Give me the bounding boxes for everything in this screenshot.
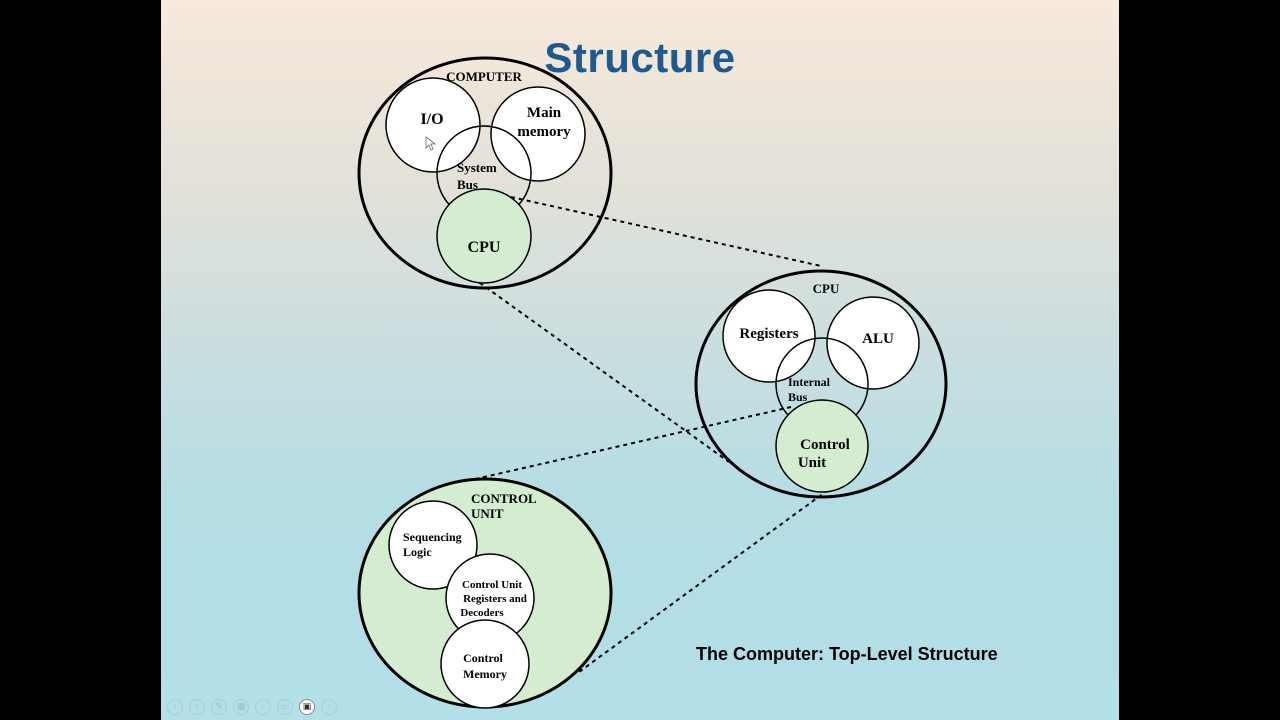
mouse-cursor-icon (425, 136, 437, 151)
control-unit-detail-label: UNIT (471, 506, 504, 521)
control-memory-label: Memory (463, 667, 507, 681)
camera-icon[interactable]: ▣ (299, 699, 315, 715)
cu-registers-label: Registers and (463, 593, 527, 605)
io-label: I/O (420, 111, 443, 128)
control-unit-circle (775, 399, 869, 493)
slide: Structure COMPUTER I/O Main memory Syste… (161, 0, 1119, 720)
internal-bus-label: Internal (788, 375, 831, 389)
cu-registers-label: Decoders (460, 607, 504, 619)
main-memory-circle (490, 86, 586, 182)
subtitles-icon[interactable]: ▭ (277, 699, 293, 715)
structure-diagram: COMPUTER I/O Main memory System Bus CPU … (357, 56, 948, 709)
computer-outline (357, 56, 613, 290)
control-unit-detail-label: CONTROL (471, 491, 537, 506)
connector-line (578, 489, 829, 673)
slides-icon[interactable]: ▦ (233, 699, 249, 715)
slide-caption: The Computer: Top-Level Structure (696, 644, 998, 664)
zoom-connectors (470, 196, 829, 673)
io-circle (385, 77, 481, 173)
alu-label: ALU (862, 331, 894, 347)
computer-label: COMPUTER (446, 69, 522, 84)
cpu-diagram: CPU Registers ALU Internal Bus Control U… (694, 269, 948, 499)
cpu-circle (436, 188, 532, 284)
previous-icon[interactable]: ‹ (167, 699, 183, 715)
next-icon[interactable]: › (189, 699, 205, 715)
connector-line (510, 196, 822, 267)
control-unit-label: Unit (798, 455, 826, 471)
control-memory-label: Control (463, 651, 503, 665)
more-icon[interactable]: ⋯ (321, 699, 337, 715)
cpu-label: CPU (468, 239, 501, 256)
main-memory-label: Main (527, 105, 562, 121)
registers-circle (722, 289, 816, 383)
system-bus-label: Bus (457, 177, 478, 192)
sequencing-logic-circle (388, 500, 478, 590)
cpu-outline (694, 269, 948, 499)
main-memory-label: memory (517, 124, 571, 140)
alu-circle (826, 296, 920, 390)
control-unit-label: Control (800, 437, 850, 453)
zoom-icon[interactable]: ⌕ (255, 699, 271, 715)
internal-bus-label: Bus (788, 390, 808, 404)
slide-title: Structure (544, 34, 736, 81)
system-bus-label: System (457, 160, 497, 175)
cpu-detail-label: CPU (813, 281, 840, 296)
connector-line (472, 277, 730, 463)
cu-registers-label: Control Unit (462, 579, 522, 591)
control-unit-diagram: CONTROL UNIT Sequencing Logic Control Un… (357, 477, 613, 709)
sequencing-logic-label: Sequencing (403, 530, 462, 544)
computer-diagram: COMPUTER I/O Main memory System Bus CPU (357, 56, 613, 290)
sequencing-logic-label: Logic (403, 545, 432, 559)
presentation-toolbar: ‹ › ✎ ▦ ⌕ ▭ ▣ ⋯ (167, 698, 337, 716)
control-memory-circle (440, 619, 530, 709)
registers-label: Registers (739, 326, 798, 342)
pen-icon[interactable]: ✎ (211, 699, 227, 715)
connector-line (470, 406, 792, 481)
